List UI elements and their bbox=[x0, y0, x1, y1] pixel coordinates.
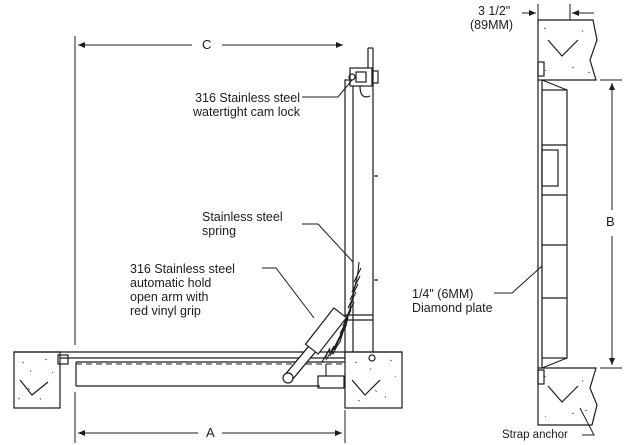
hold-arm-label: 316 Stainless steel automatic hold open … bbox=[130, 262, 235, 318]
spring-label: Stainless steel spring bbox=[202, 210, 283, 238]
hold-open-arm bbox=[282, 307, 348, 384]
depth-mm-label: (89MM) bbox=[470, 18, 514, 32]
side-elevation-view bbox=[13, 36, 403, 443]
dimension-c: C bbox=[200, 37, 214, 52]
depth-inch-label: 3 1/2" bbox=[478, 4, 511, 18]
concrete-texture bbox=[17, 358, 397, 402]
cam-lock-label: 316 Stainless steel watertight cam lock bbox=[193, 91, 300, 119]
plate-label: 1/4" (6MM) Diamond plate bbox=[412, 287, 493, 315]
frame-slab bbox=[13, 351, 403, 409]
cam-lock-detail bbox=[348, 67, 379, 98]
dimension-a: A bbox=[204, 425, 217, 440]
strap-anchor-label: Strap anchor bbox=[502, 429, 568, 441]
spring bbox=[321, 261, 362, 376]
dimension-b: B bbox=[604, 214, 617, 229]
section-view bbox=[494, 4, 622, 436]
